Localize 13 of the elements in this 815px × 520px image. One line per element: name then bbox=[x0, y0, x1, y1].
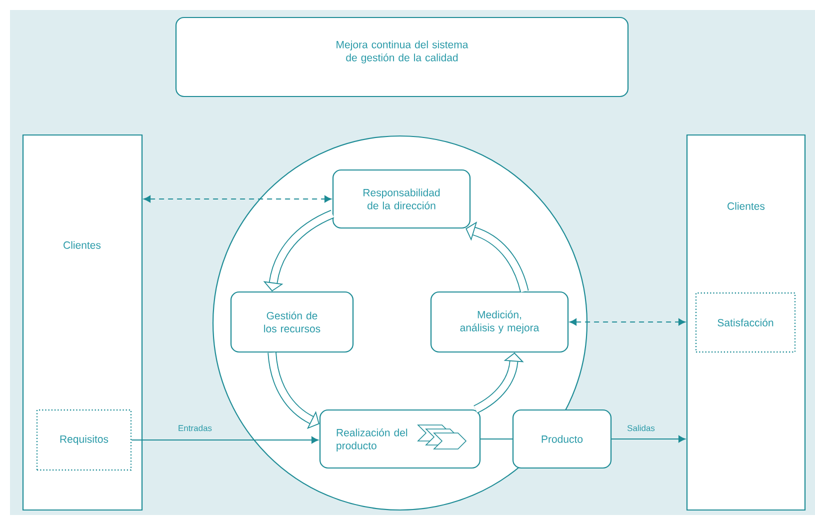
process-box: Realización del producto bbox=[319, 409, 481, 469]
arrow bbox=[131, 436, 318, 444]
process-box: Gestión de los recursos bbox=[230, 291, 354, 353]
dashed-arrow bbox=[570, 318, 686, 326]
product-box: Producto bbox=[512, 409, 612, 469]
dashed-arrow bbox=[144, 196, 332, 202]
process-box: Responsabilidad de la dirección bbox=[332, 169, 471, 229]
dotted-box: Satisfacción bbox=[695, 292, 796, 353]
heading-box: Mejora continua del sistema de gestión de la calidad bbox=[175, 16, 629, 98]
dotted-box: Requisitos bbox=[36, 409, 132, 471]
process-box: Medición, análisis y mejora bbox=[430, 291, 569, 353]
connector-line bbox=[480, 438, 513, 440]
arrow bbox=[611, 436, 686, 442]
